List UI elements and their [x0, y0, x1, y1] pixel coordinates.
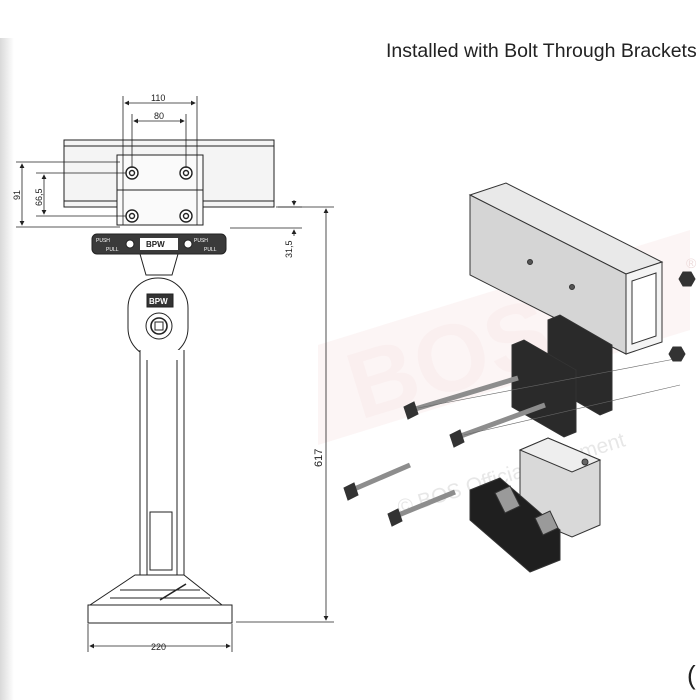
handle-logo: BPW — [146, 240, 165, 249]
bolt-holes — [125, 166, 193, 223]
orthographic-view: PUSH PULL PUSH PULL BPW BPW — [63, 139, 275, 624]
edge-glyph: ( — [687, 660, 696, 690]
dim-total-height: 617 — [313, 449, 325, 467]
housing-logo: BPW — [149, 297, 168, 306]
push-label-left: PUSH — [96, 238, 110, 244]
pull-label-right: PULL — [204, 247, 217, 253]
dim-width-inner: 80 — [154, 111, 164, 121]
dim-width-outer: 110 — [151, 93, 165, 103]
dim-offset: 31,5 — [284, 240, 294, 258]
exploded-view — [343, 182, 696, 573]
dim-height-outer: 91 — [12, 190, 22, 200]
pull-label-left: PULL — [106, 247, 119, 253]
bolts — [343, 357, 681, 527]
page-edge-shadow — [0, 38, 14, 700]
dim-height-inner: 66,5 — [34, 188, 44, 206]
dimension-labels: 110 80 91 66,5 31,5 617 220 — [12, 93, 325, 652]
watermark-registered: ® — [686, 255, 697, 271]
dim-base-width: 220 — [151, 642, 166, 652]
mounting-bracket — [469, 437, 602, 573]
nuts — [668, 271, 696, 362]
drawing-title: Installed with Bolt Through Brackets — [386, 40, 697, 62]
dimension-lines — [16, 96, 334, 652]
square-tube — [468, 182, 664, 355]
push-label-right: PUSH — [194, 238, 208, 244]
